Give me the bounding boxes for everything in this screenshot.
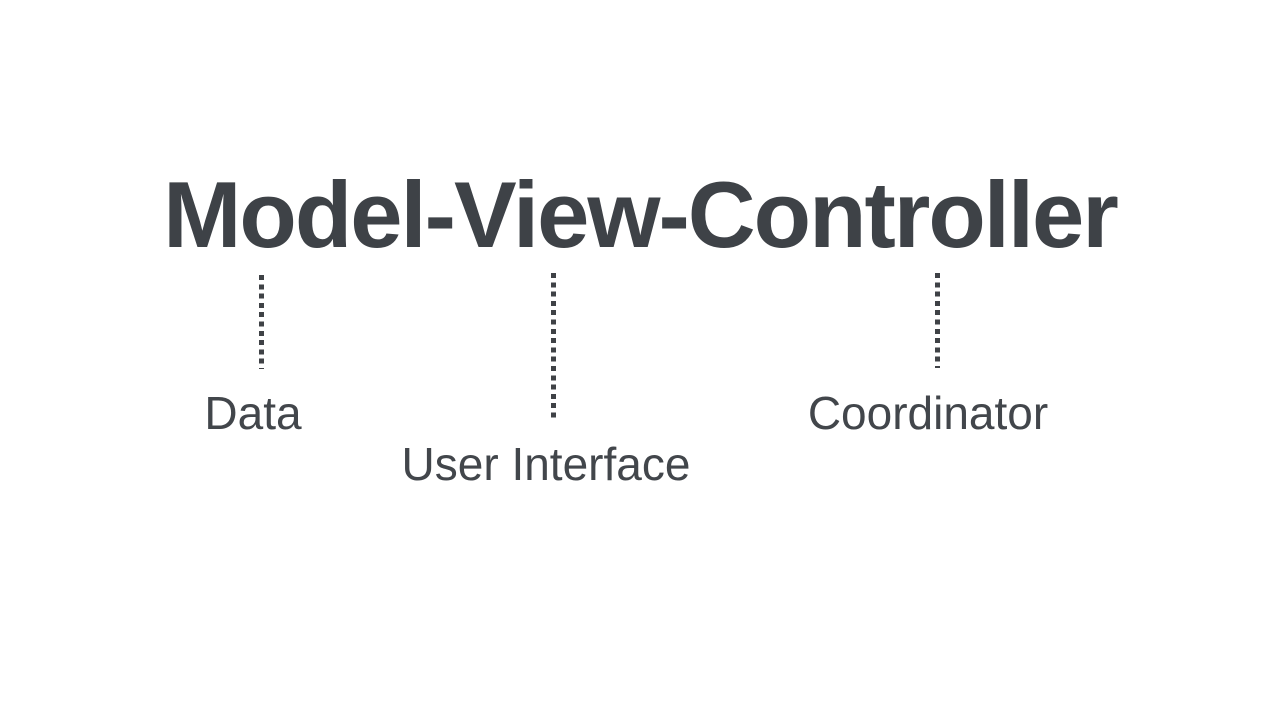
page-title: Model-View-Controller: [163, 162, 1119, 267]
label-controller-coordinator: Coordinator: [807, 387, 1049, 439]
dotted-connector-view: [551, 273, 556, 418]
label-view-user-interface: User Interface: [401, 438, 691, 490]
dotted-connector-model: [259, 275, 264, 369]
dotted-connector-controller: [935, 273, 940, 368]
label-model-data: Data: [204, 387, 302, 439]
